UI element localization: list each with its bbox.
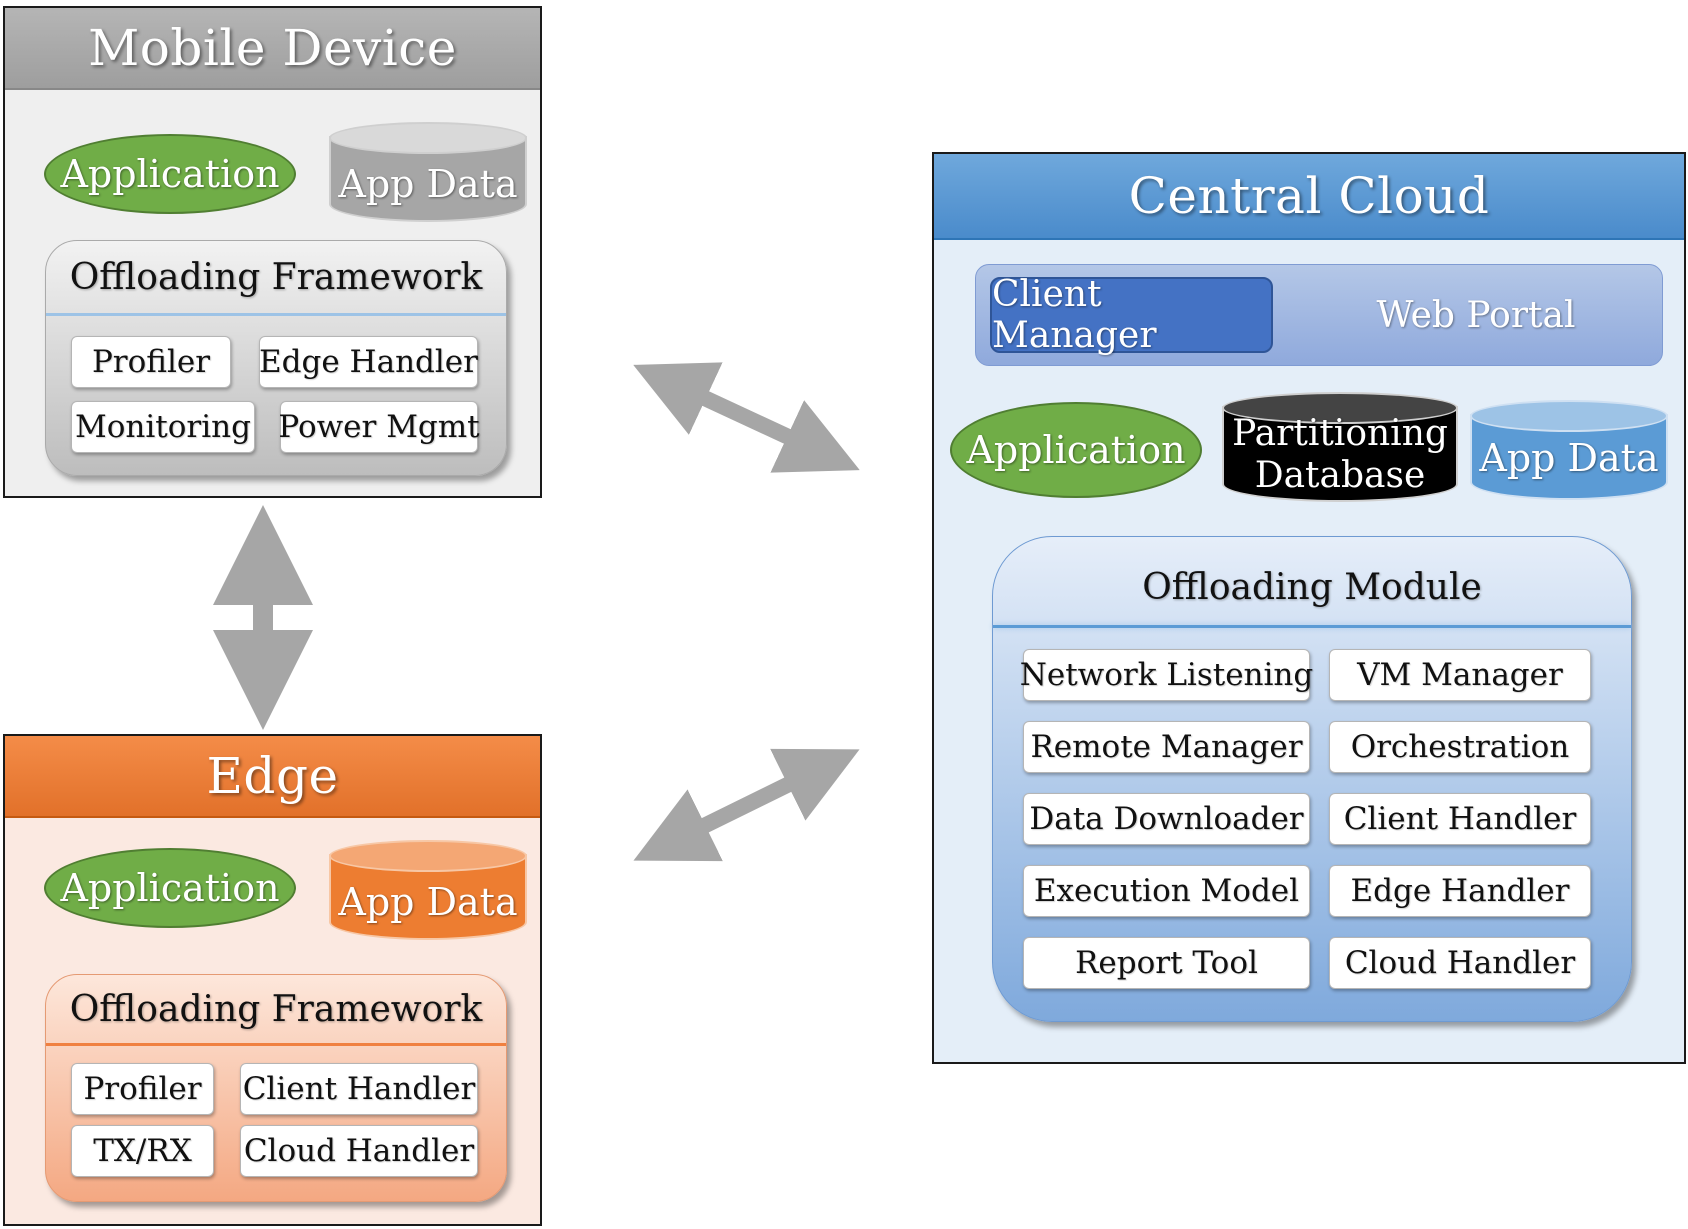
client-manager-label: Client Manager xyxy=(992,274,1157,356)
edge-cloud-arrow xyxy=(633,748,860,862)
mobile-app-data-store: App Data xyxy=(329,122,527,222)
cloud-application-label: Application xyxy=(966,428,1186,472)
mobile-edge-handler-module: Edge Handler xyxy=(259,336,478,388)
edge-app-data-store: App Data xyxy=(329,840,527,940)
cloud-app-data-store: App Data xyxy=(1470,400,1668,500)
edge-framework-divider xyxy=(46,1043,506,1046)
orchestration-module: Orchestration xyxy=(1329,721,1591,773)
cloud-application-node: Application xyxy=(950,402,1202,498)
edge-cloud-handler-module: Cloud Handler xyxy=(240,1125,478,1177)
client-manager-box: Client Manager xyxy=(990,274,1273,356)
network-listening-module: Network Listening xyxy=(1020,649,1313,701)
central-cloud-header: Central Cloud xyxy=(934,154,1684,240)
edge-handler-module: Edge Handler xyxy=(1329,865,1591,917)
mobile-device-title: Mobile Device xyxy=(88,19,457,77)
cloud-app-data-label: App Data xyxy=(1479,436,1659,480)
mobile-framework-title: Offloading Framework xyxy=(69,257,483,298)
cloud-handler-module: Cloud Handler xyxy=(1329,937,1591,989)
mobile-offloading-framework: Offloading Framework Profiler Edge Handl… xyxy=(45,240,507,476)
edge-application-node: Application xyxy=(44,848,296,928)
partitioning-database-store: Partitioning Database xyxy=(1222,392,1458,502)
client-handler-module: Client Handler xyxy=(1329,793,1591,845)
partitioning-db-line2: Database xyxy=(1254,455,1426,496)
offloading-module-title: Offloading Module xyxy=(1142,567,1482,608)
mobile-cloud-arrow xyxy=(633,362,860,473)
edge-offloading-framework: Offloading Framework Profiler Client Han… xyxy=(45,974,507,1202)
mobile-monitoring-module: Monitoring xyxy=(71,401,255,453)
web-portal-label: Web Portal xyxy=(1376,294,1576,336)
remote-manager-module: Remote Manager xyxy=(1023,721,1310,773)
mobile-power-mgmt-module: Power Mgmt xyxy=(278,401,480,453)
edge-app-data-label: App Data xyxy=(338,880,518,924)
vm-manager-module: VM Manager xyxy=(1329,649,1591,701)
edge-application-label: Application xyxy=(60,866,280,910)
mobile-application-node: Application xyxy=(44,134,296,214)
edge-title: Edge xyxy=(206,747,339,805)
partitioning-db-line1: Partitioning xyxy=(1232,413,1448,454)
mobile-profiler-module: Profiler xyxy=(71,336,231,388)
edge-client-handler-module: Client Handler xyxy=(240,1063,478,1115)
central-cloud-panel: Central Cloud Client Manager Web Portal … xyxy=(932,152,1686,1064)
execution-model-module: Execution Model xyxy=(1023,865,1310,917)
data-downloader-module: Data Downloader xyxy=(1023,793,1310,845)
mobile-application-label: Application xyxy=(60,152,280,196)
edge-framework-title: Offloading Framework xyxy=(69,989,483,1030)
mobile-app-data-label: App Data xyxy=(338,162,518,206)
edge-profiler-module: Profiler xyxy=(71,1063,214,1115)
report-tool-module: Report Tool xyxy=(1023,937,1310,989)
offloading-module: Offloading Module Network Listening VM M… xyxy=(992,536,1632,1022)
edge-header: Edge xyxy=(5,736,540,818)
mobile-device-panel: Mobile Device Application App Data Offlo… xyxy=(3,6,542,498)
edge-panel: Edge Application App Data Offloading Fra… xyxy=(3,734,542,1226)
edge-txrx-module: TX/RX xyxy=(71,1125,214,1177)
cloud-portal-bar: Client Manager Web Portal xyxy=(975,264,1663,366)
central-cloud-title: Central Cloud xyxy=(1128,167,1490,225)
mobile-framework-divider xyxy=(46,313,506,316)
offloading-module-divider xyxy=(993,625,1631,628)
mobile-device-header: Mobile Device xyxy=(5,8,540,90)
